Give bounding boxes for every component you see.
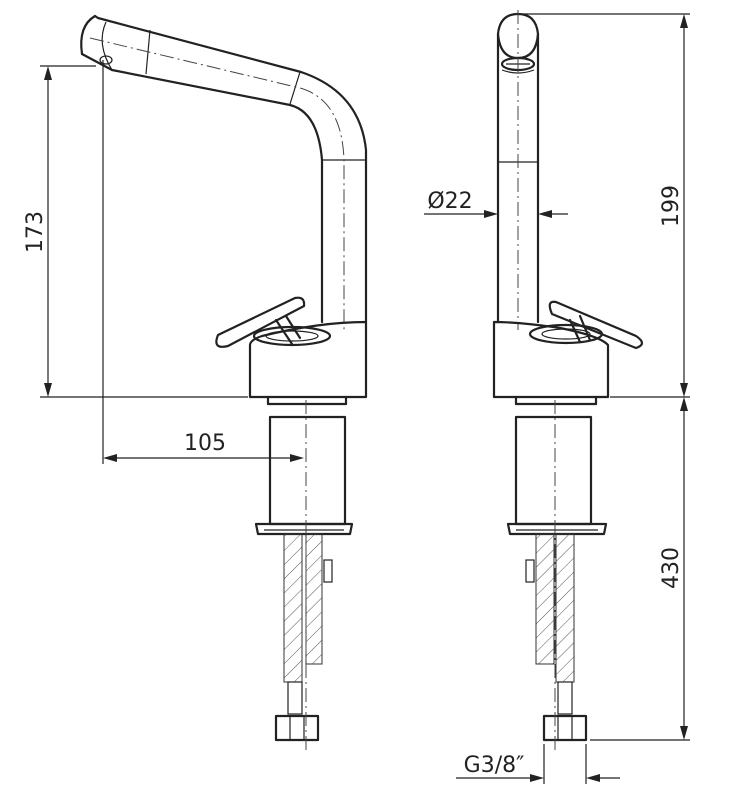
dimension-below-deck: 430 xyxy=(590,397,690,741)
dimension-spout-diameter: Ø22 xyxy=(424,189,568,218)
total-height-label: 199 xyxy=(659,185,684,227)
shank-front xyxy=(506,400,608,750)
connection-thread-label: G3/8″ xyxy=(464,753,525,778)
mixer-body-front xyxy=(492,320,610,406)
lever-handle-side xyxy=(215,296,306,348)
dimension-total-height: 199 xyxy=(520,13,690,398)
mixer-body-side xyxy=(248,320,368,406)
spout-height-label: 173 xyxy=(23,211,48,253)
dimension-spout-height: 173 xyxy=(23,65,248,398)
shank-side xyxy=(254,400,354,750)
below-deck-label: 430 xyxy=(659,547,684,589)
spout-diameter-label: Ø22 xyxy=(427,189,472,214)
dimension-connection-thread: G3/8″ xyxy=(456,744,620,784)
dimension-spout-reach: 105 xyxy=(102,60,304,464)
spout-reach-label: 105 xyxy=(184,431,226,456)
side-view: 173 105 xyxy=(23,14,368,750)
front-view: Ø22 199 430 G3/8″ xyxy=(424,10,690,784)
spout-front xyxy=(496,10,540,330)
spout-side xyxy=(80,14,368,330)
